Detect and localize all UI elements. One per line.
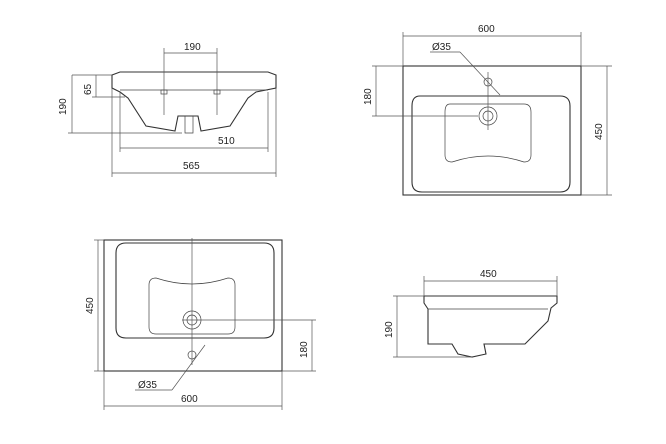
bottom-view-basin <box>115 242 275 339</box>
side-dim-height: 190 <box>384 321 395 338</box>
bottom-view-bowl <box>148 277 236 335</box>
bottom-dim-depth: 450 <box>85 297 96 314</box>
top-dim-width: 600 <box>478 24 495 35</box>
bottom-tap-leader <box>171 344 206 391</box>
side-view-outline <box>423 295 558 358</box>
bottom-dim-tap-hole: Ø35 <box>138 380 157 391</box>
top-view-bowl <box>444 103 532 163</box>
bottom-dim-drain-offset: 180 <box>299 341 310 358</box>
bottom-dim-width: 600 <box>181 394 198 405</box>
top-dim-drain-offset: 180 <box>363 88 374 105</box>
front-dim-rim-height: 65 <box>83 83 94 95</box>
front-dim-inner-width: 510 <box>218 136 235 147</box>
top-tap-leader <box>459 51 501 96</box>
side-view: 450 190 <box>384 269 558 358</box>
front-view-outline <box>111 71 277 132</box>
front-view: 190 65 190 510 565 <box>58 42 277 177</box>
top-view-basin <box>411 95 571 193</box>
top-dim-depth: 450 <box>594 123 605 140</box>
front-view-drain <box>184 116 194 134</box>
front-dim-hole-spacing: 190 <box>184 42 201 53</box>
side-dim-depth: 450 <box>480 269 497 280</box>
bottom-view: 450 180 Ø35 600 <box>85 238 316 410</box>
front-dim-overall-width: 565 <box>183 161 200 172</box>
bottom-view-outline <box>103 239 283 372</box>
top-view-outline <box>402 65 582 196</box>
top-view: 600 Ø35 180 450 <box>363 24 612 196</box>
front-dim-total-height: 190 <box>58 98 69 115</box>
top-dim-tap-hole: Ø35 <box>432 42 451 53</box>
